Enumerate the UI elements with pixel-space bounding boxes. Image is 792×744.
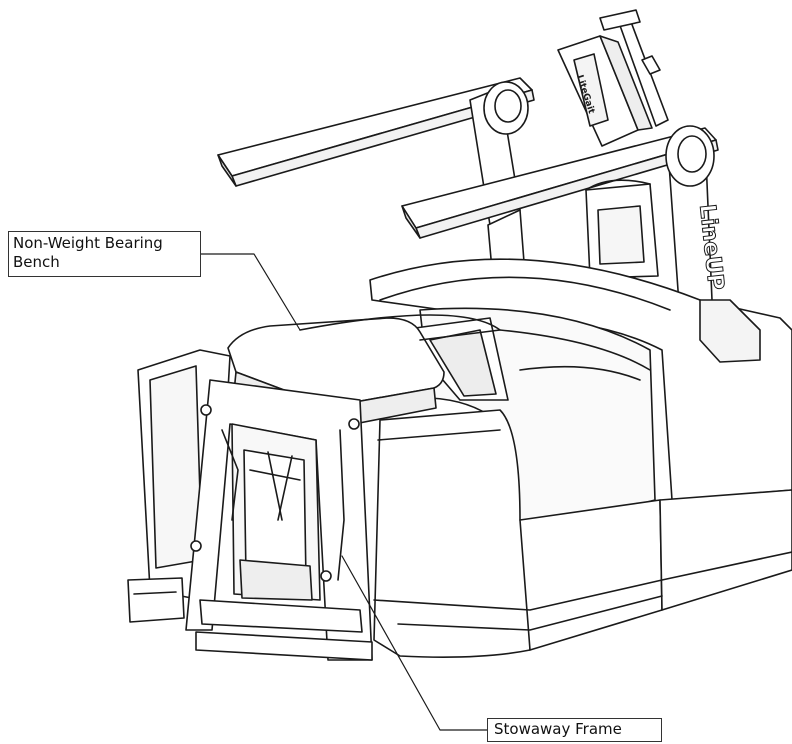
rear-actuator-column	[557, 9, 669, 279]
frame-callout: Stowaway Frame	[487, 718, 662, 742]
callout-leaders	[200, 253, 488, 731]
frame-callout-label: Stowaway Frame	[494, 720, 622, 738]
front-base-shell	[373, 409, 792, 658]
left-handle-arm	[217, 77, 535, 271]
stowaway-frame	[185, 379, 373, 661]
rear-base-ring	[369, 258, 792, 501]
bench-callout-line1: Non-Weight Bearing	[13, 234, 163, 252]
bench-callout: Non-Weight Bearing Bench	[8, 231, 201, 277]
bench-callout-line2: Bench	[13, 253, 60, 271]
